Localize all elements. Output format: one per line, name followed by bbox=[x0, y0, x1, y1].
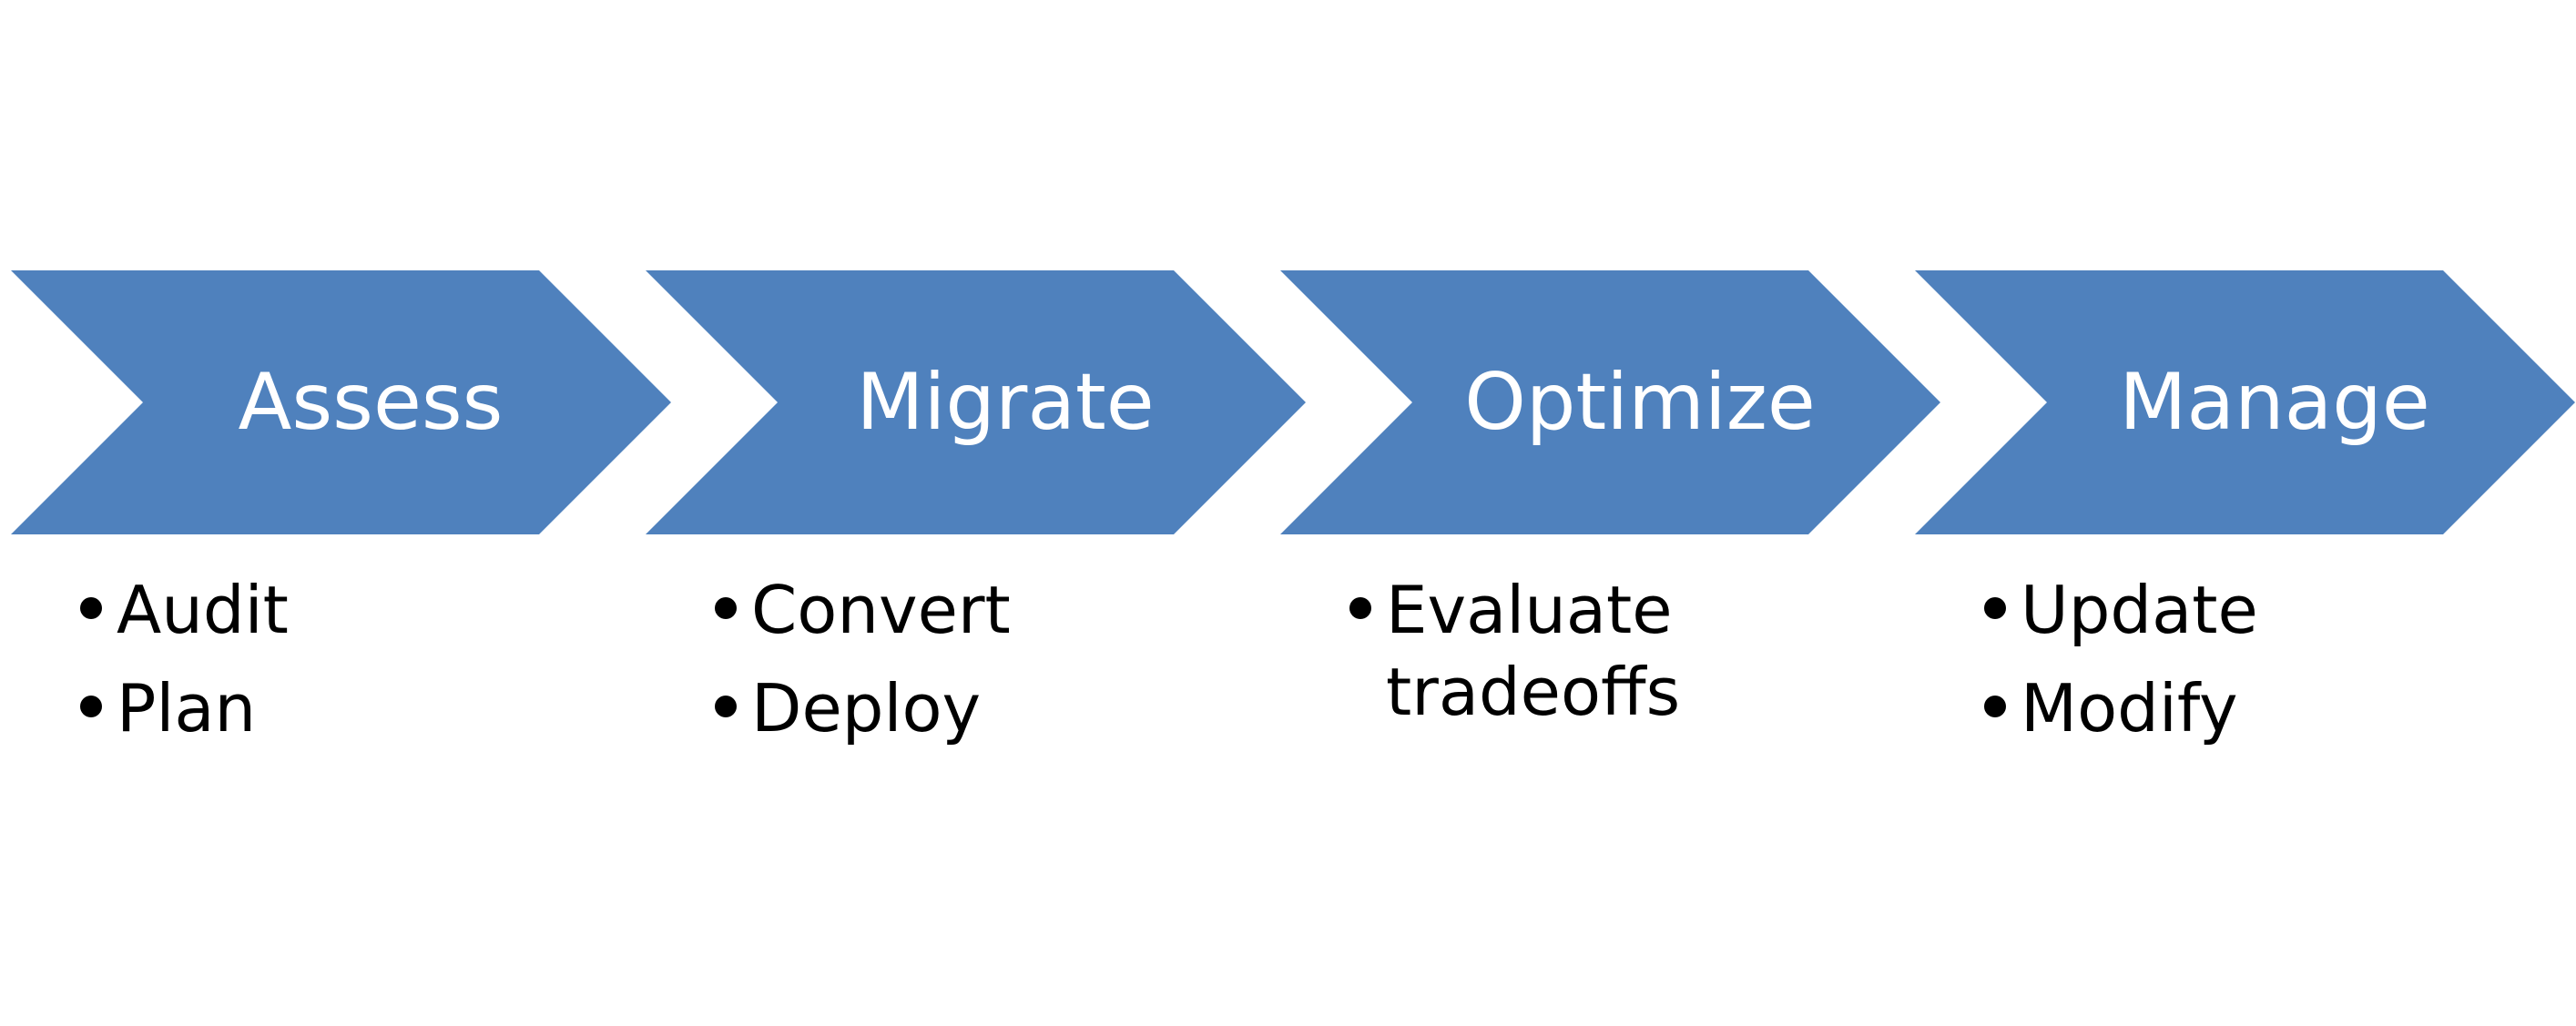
bullet-text-evaluate: Evaluate bbox=[1386, 572, 1673, 648]
stage-title-migrate: Migrate bbox=[856, 357, 1154, 448]
stage-title-optimize: Optimize bbox=[1464, 357, 1816, 448]
bullet-text-tradeoffs: tradeoffs bbox=[1386, 654, 1680, 730]
bullet-text-update: Update bbox=[2021, 572, 2258, 648]
bullet-dot bbox=[715, 597, 737, 619]
chevron-manage bbox=[1915, 270, 2575, 534]
bullet-dot bbox=[1984, 597, 2006, 619]
bullet-text-modify: Modify bbox=[2021, 670, 2238, 747]
chevron-migrate bbox=[646, 270, 1306, 534]
bullet-text-audit: Audit bbox=[117, 572, 289, 648]
bullet-dot bbox=[1349, 597, 1371, 619]
bullet-text-plan: Plan bbox=[117, 670, 256, 747]
chevron-assess bbox=[11, 270, 671, 534]
bullet-text-convert: Convert bbox=[751, 572, 1011, 648]
bullet-dot bbox=[1984, 696, 2006, 717]
bullet-dot bbox=[80, 597, 102, 619]
chevron-optimize bbox=[1280, 270, 1940, 534]
bullet-dot bbox=[80, 696, 102, 717]
stage-title-assess: Assess bbox=[239, 357, 504, 448]
stages: AssessAuditPlanMigrateConvertDeployOptim… bbox=[11, 270, 2575, 747]
bullet-dot bbox=[715, 696, 737, 717]
bullet-text-deploy: Deploy bbox=[751, 670, 981, 747]
stage-title-manage: Manage bbox=[2119, 357, 2430, 448]
